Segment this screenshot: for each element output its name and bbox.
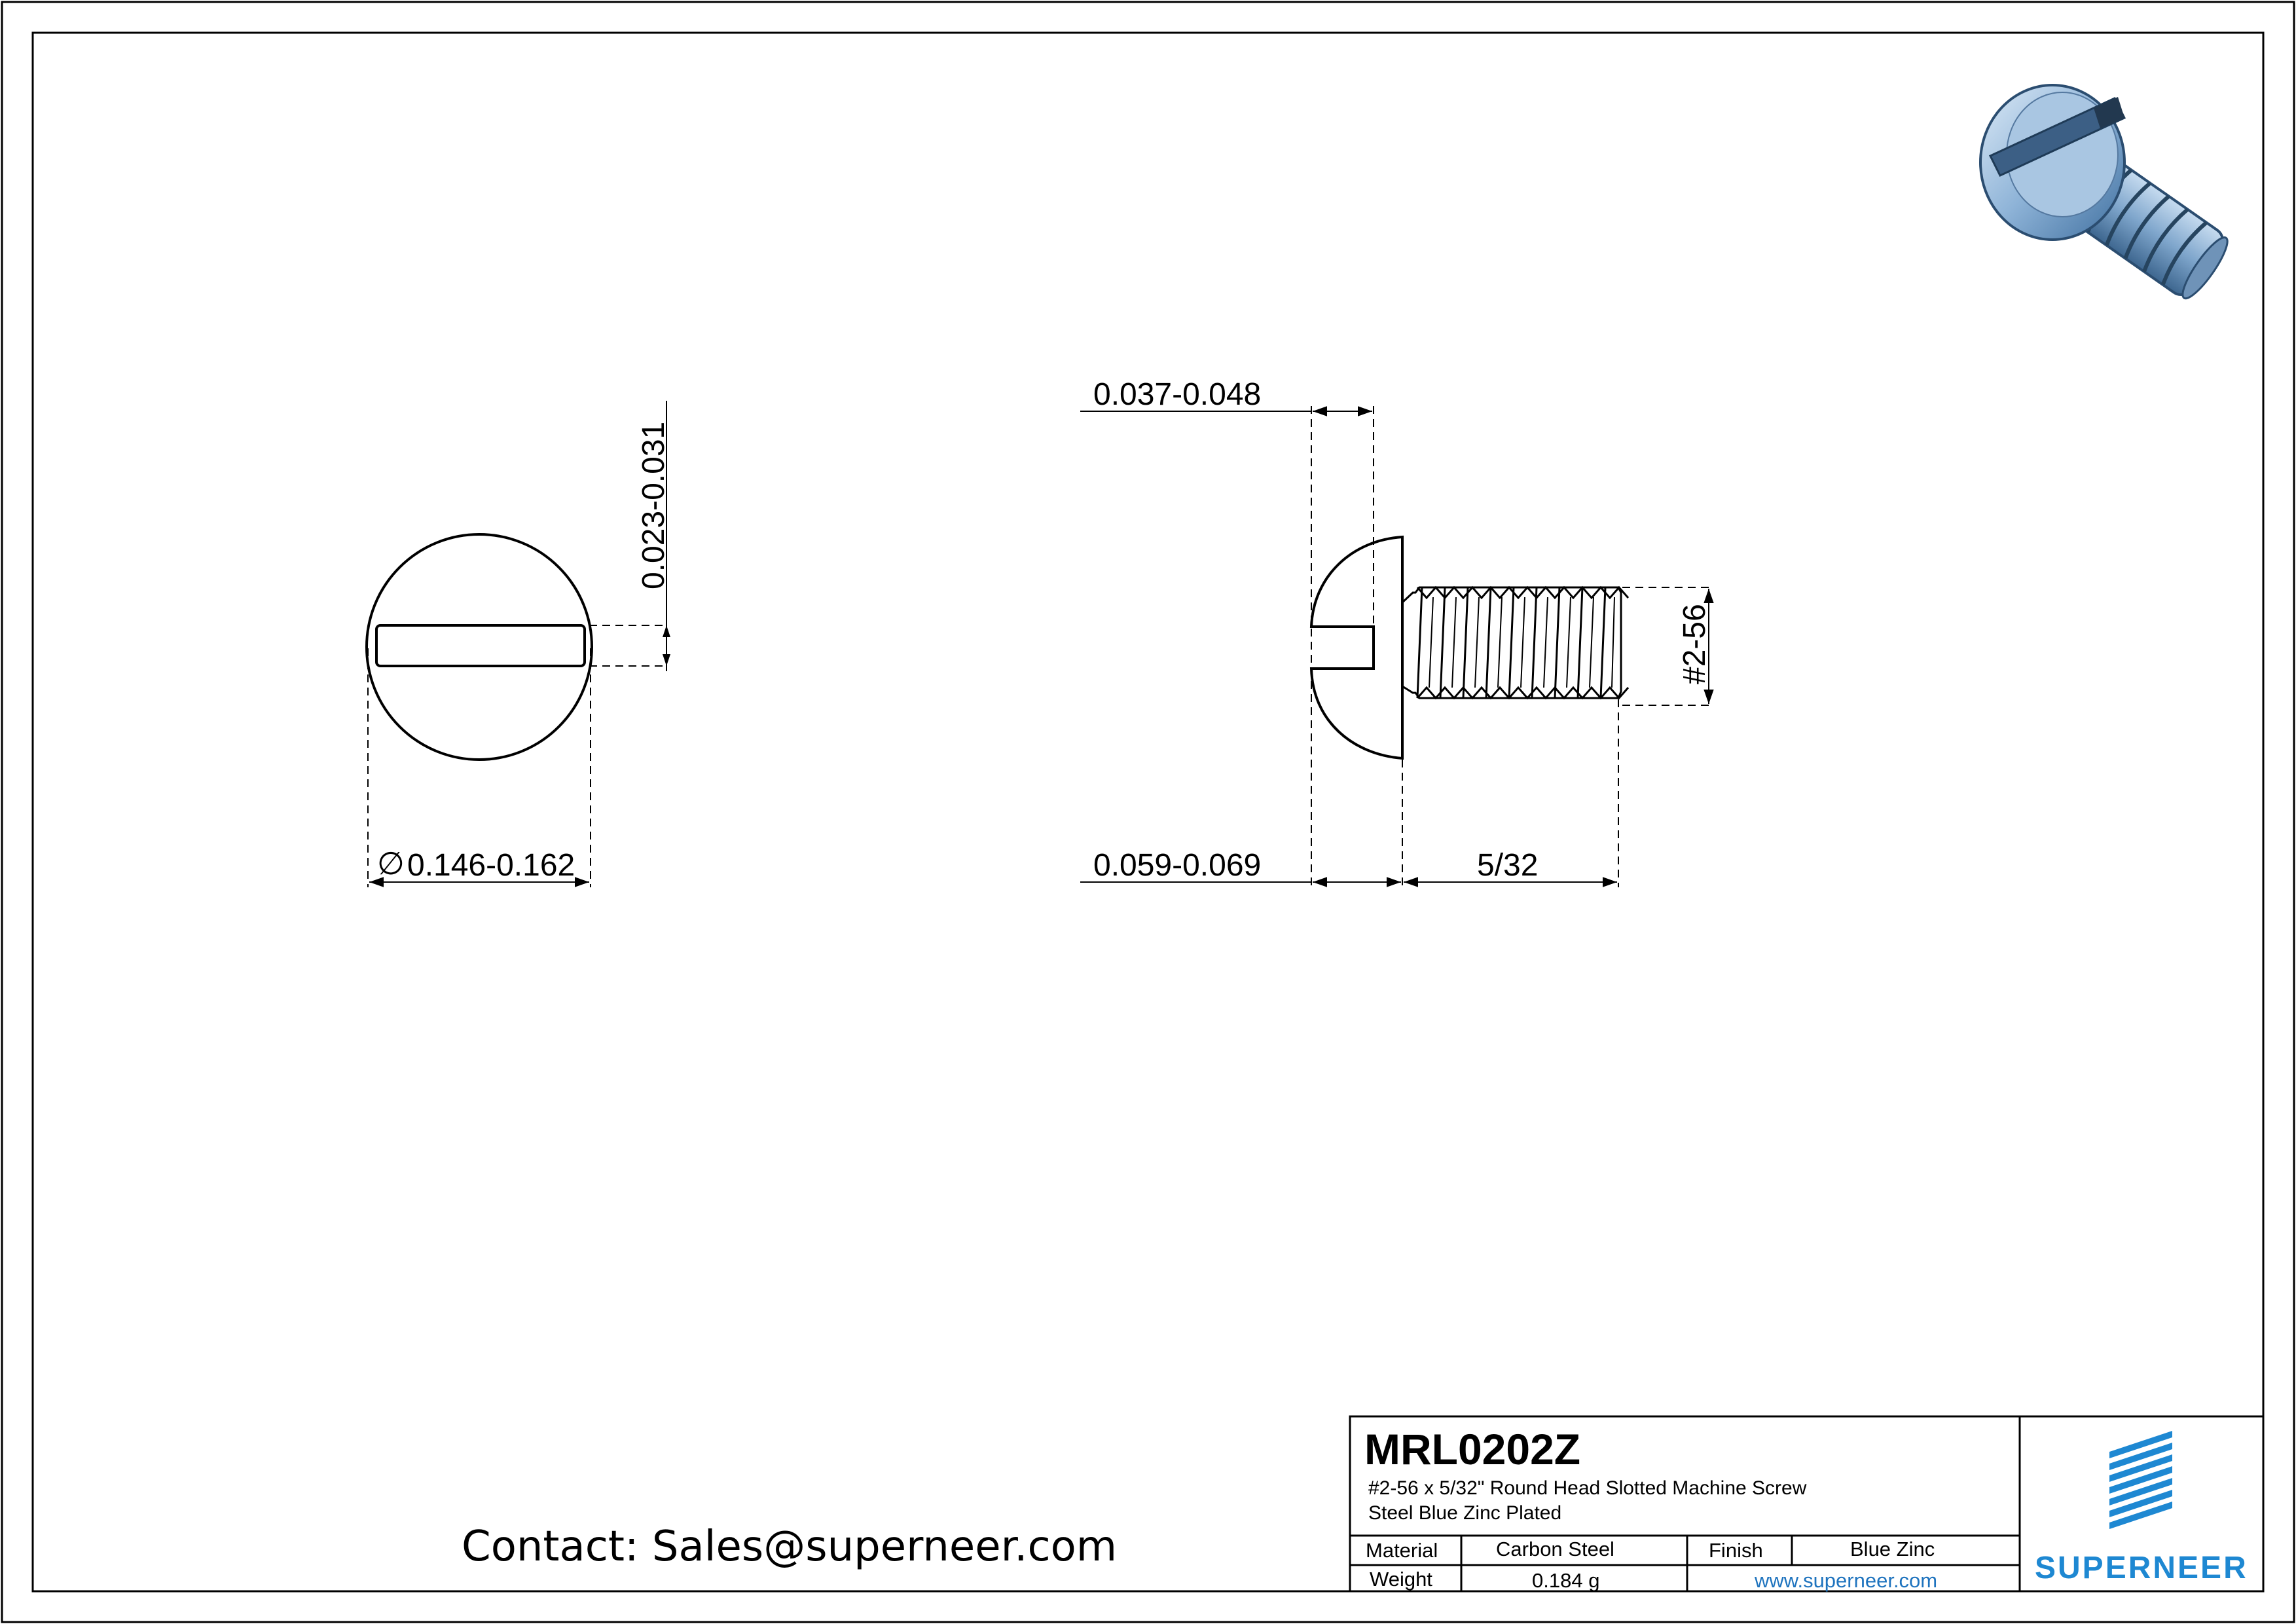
slot-width-label: 0.023-0.031: [636, 422, 671, 589]
part-number: MRL0202Z: [1364, 1425, 1580, 1473]
head-outline: [365, 533, 593, 761]
finish-value: Blue Zinc: [1850, 1538, 1935, 1560]
description-line-2: Steel Blue Zinc Plated: [1368, 1502, 1561, 1524]
finish-label: Finish: [1709, 1539, 1763, 1562]
length-label: 5/32: [1477, 848, 1538, 883]
side-view: 0.037-0.048 0.059-0.069 5/32 #2-56: [1080, 377, 1714, 887]
material-value: Carbon Steel: [1496, 1538, 1614, 1560]
screw-3d-render: [1979, 84, 2229, 300]
weight-label: Weight: [1370, 1568, 1432, 1591]
head-profile: [1309, 535, 1404, 760]
material-label: Material: [1366, 1539, 1438, 1562]
website-link[interactable]: www.superneer.com: [1754, 1569, 1937, 1592]
weight-value: 0.184 g: [1532, 1569, 1599, 1592]
inner-border: [31, 31, 2265, 1593]
top-view: ∅ 0.146-0.162 0.023-0.031: [365, 401, 671, 887]
title-block: [1349, 1415, 2265, 1593]
slot-outline: [375, 624, 586, 667]
description-line-1: #2-56 x 5/32" Round Head Slotted Machine…: [1368, 1477, 1807, 1499]
logo-brand: SUPERNEER: [2035, 1551, 2248, 1585]
contact-text[interactable]: Contact: Sales@superneer.com: [462, 1522, 1117, 1571]
thread-body: [1401, 585, 1630, 700]
head-height-label: 0.059-0.069: [1093, 848, 1261, 883]
head-diameter-label: 0.146-0.162: [407, 848, 575, 883]
superneer-logo-icon: [2109, 1431, 2172, 1529]
slot-depth-label: 0.037-0.048: [1093, 377, 1261, 412]
diameter-symbol: ∅: [377, 847, 405, 881]
thread-label: #2-56: [1677, 604, 1712, 684]
